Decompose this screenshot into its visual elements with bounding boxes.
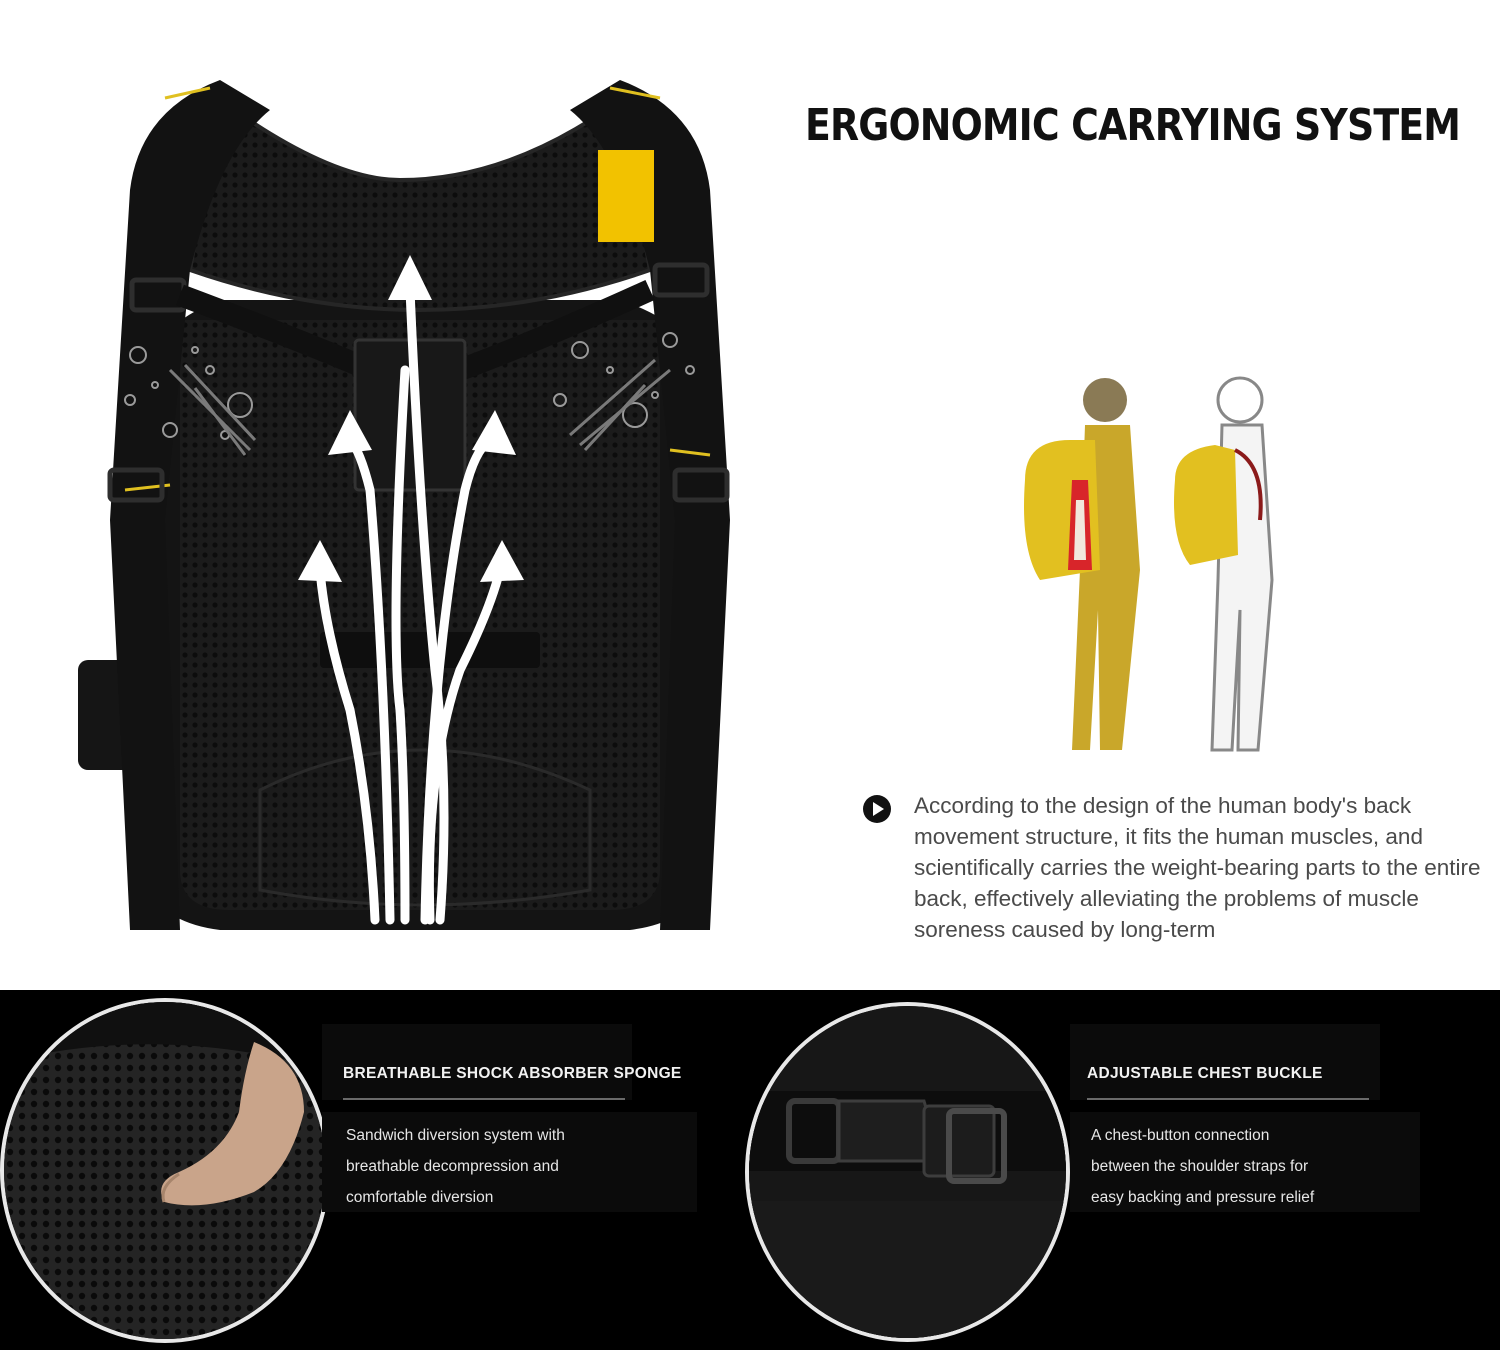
sponge-closeup-image	[0, 998, 330, 1343]
feature-line: easy backing and pressure relief	[1091, 1189, 1315, 1206]
play-circle-icon	[863, 795, 891, 823]
feature-title-buckle: ADJUSTABLE CHEST BUCKLE	[1087, 1065, 1323, 1082]
feature-line: breathable decompression and	[346, 1158, 559, 1175]
feature-text-buckle: A chest-button connection between the sh…	[1091, 1120, 1431, 1213]
description-text: According to the design of the human bod…	[914, 793, 1481, 942]
feature-line: Sandwich diversion system with	[346, 1127, 565, 1144]
posture-comparison-figures	[1024, 376, 1274, 752]
figure-good-posture	[1174, 376, 1274, 752]
brand-tag	[598, 150, 654, 242]
feature-text-sponge: Sandwich diversion system with breathabl…	[346, 1120, 686, 1213]
feature-line: comfortable diversion	[346, 1189, 494, 1206]
buckle-closeup-image	[745, 1002, 1070, 1342]
feature-line: A chest-button connection	[1091, 1127, 1270, 1144]
feature-line: between the shoulder straps for	[1091, 1158, 1309, 1175]
figure-bad-posture	[1024, 378, 1140, 750]
feature-panel-buckle: ADJUSTABLE CHEST BUCKLE A chest-button c…	[745, 990, 1500, 1350]
top-section: ERGONOMIC CARRYING SYSTEM According to t…	[78, 80, 1481, 942]
feature-strip: BREATHABLE SHOCK ABSORBER SPONGE Sandwic…	[0, 990, 1500, 1350]
feature-panel-sponge: BREATHABLE SHOCK ABSORBER SPONGE Sandwic…	[0, 990, 750, 1350]
divider	[343, 1098, 625, 1100]
page-title: ERGONOMIC CARRYING SYSTEM	[805, 100, 1461, 151]
feature-title-sponge: BREATHABLE SHOCK ABSORBER SPONGE	[343, 1065, 682, 1082]
divider	[1087, 1098, 1369, 1100]
backpack-back-illustration	[78, 80, 730, 930]
